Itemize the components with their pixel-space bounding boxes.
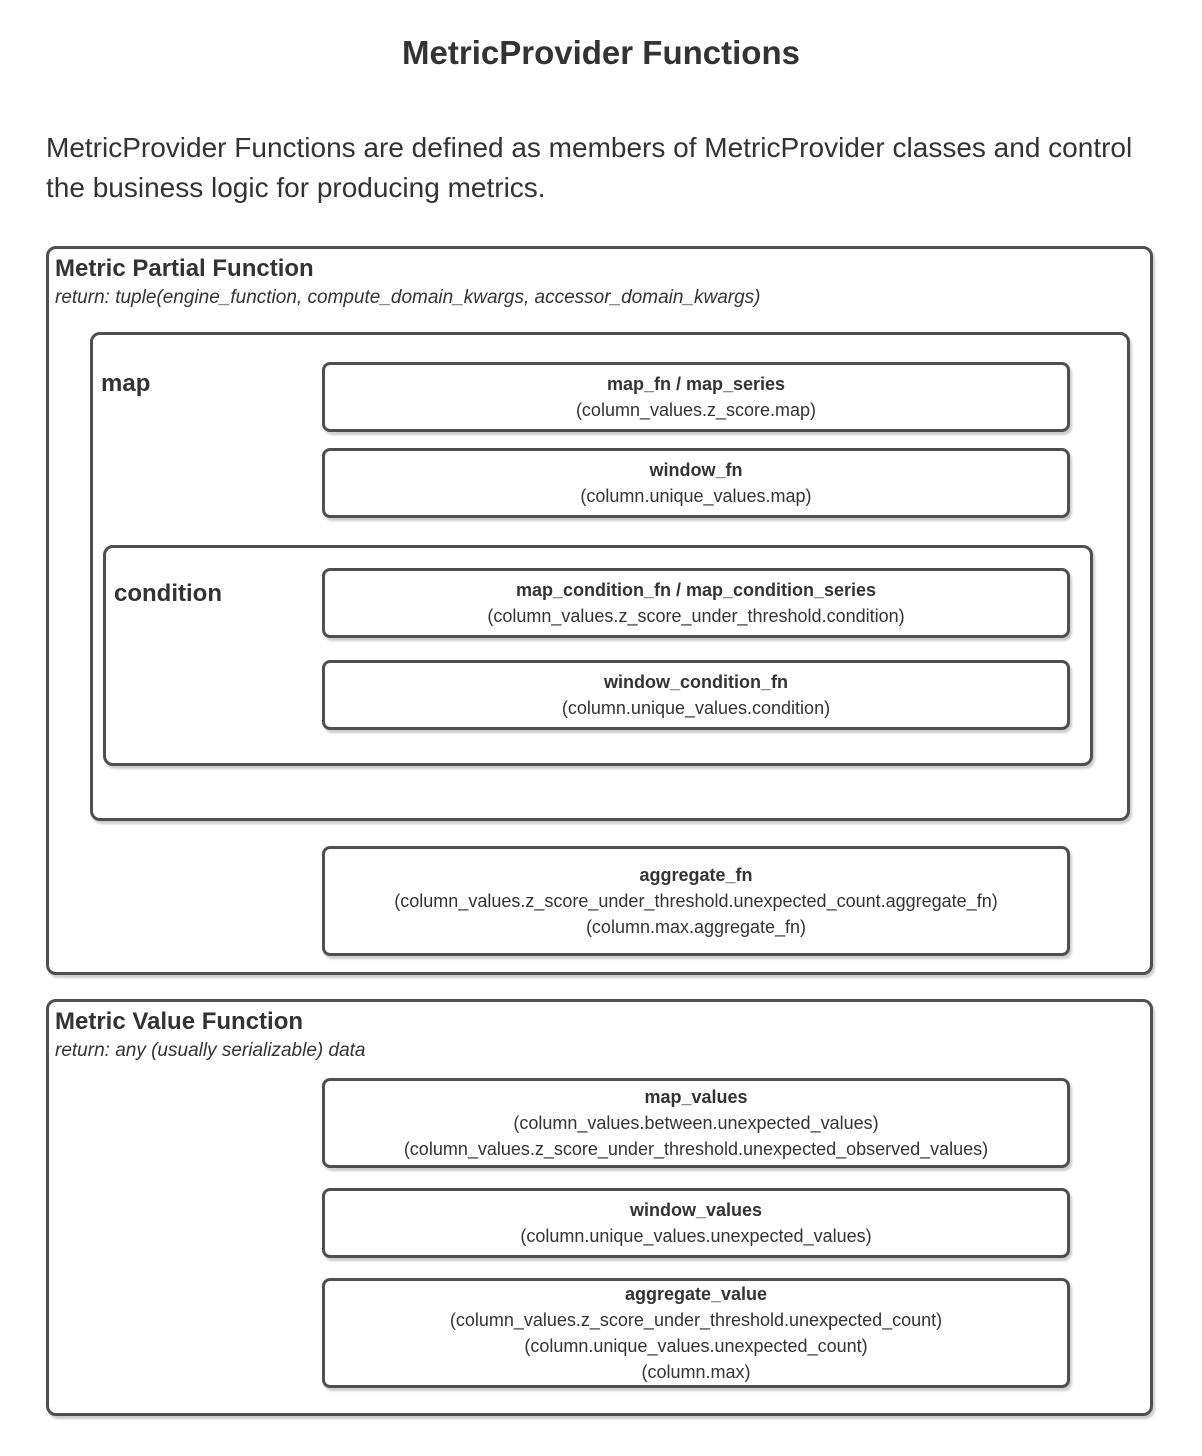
- metric-partial-function-section: Metric Partial Function return: tuple(en…: [46, 246, 1153, 975]
- function-name: window_condition_fn: [604, 672, 788, 692]
- value-boxes-column: map_values (column_values.between.unexpe…: [322, 1078, 1150, 1388]
- section-title: Metric Partial Function: [55, 255, 314, 282]
- function-box-map-condition-fn: map_condition_fn / map_condition_series …: [322, 568, 1070, 638]
- function-example: (column_values.z_score_under_threshold.u…: [394, 891, 998, 911]
- map-row: map map_fn / map_series (column_values.z…: [93, 362, 1127, 518]
- function-box-aggregate-fn: aggregate_fn (column_values.z_score_unde…: [322, 846, 1070, 956]
- function-name: map_condition_fn / map_condition_series: [515, 580, 877, 600]
- function-example: (column_values.z_score_under_threshold.u…: [403, 1139, 989, 1159]
- function-name: aggregate_fn: [639, 865, 753, 885]
- function-name: aggregate_value: [624, 1284, 768, 1304]
- function-box-window-values: window_values (column.unique_values.unex…: [322, 1188, 1070, 1258]
- function-box-aggregate-value: aggregate_value (column_values.z_score_u…: [322, 1278, 1070, 1388]
- function-example: (column_values.between.unexpected_values…: [513, 1113, 879, 1133]
- aggregate-row: aggregate_fn (column_values.z_score_unde…: [322, 846, 1150, 956]
- function-example: (column.max.aggregate_fn): [585, 917, 807, 937]
- function-example: (column.unique_values.unexpected_count): [524, 1336, 868, 1356]
- condition-group: condition map_condition_fn / map_conditi…: [103, 545, 1093, 766]
- function-box-window-condition-fn: window_condition_fn (column.unique_value…: [322, 660, 1070, 730]
- function-example: (column_values.z_score.map): [575, 400, 817, 420]
- page-title: MetricProvider Functions: [402, 34, 800, 71]
- function-box-map-fn: map_fn / map_series (column_values.z_sco…: [322, 362, 1070, 432]
- function-example: (column.unique_values.map): [580, 486, 812, 506]
- function-example: (column_values.z_score_under_threshold.u…: [449, 1310, 943, 1330]
- function-example: (column.max): [641, 1362, 751, 1382]
- condition-label: condition: [114, 580, 222, 607]
- function-example: (column_values.z_score_under_threshold.c…: [487, 606, 905, 626]
- section-return-note: return: any (usually serializable) data: [55, 1040, 366, 1061]
- function-example: (column.unique_values.unexpected_values): [520, 1226, 872, 1246]
- function-example: (column.unique_values.condition): [561, 698, 831, 718]
- function-name: map_fn / map_series: [606, 374, 786, 394]
- section-return-note: return: tuple(engine_function, compute_d…: [55, 287, 761, 308]
- intro-text: MetricProvider Functions are defined as …: [46, 132, 1133, 203]
- function-name: window_fn: [649, 460, 743, 480]
- map-label: map: [101, 370, 151, 397]
- map-condition-group: map map_fn / map_series (column_values.z…: [90, 332, 1130, 821]
- map-boxes-column: map_fn / map_series (column_values.z_sco…: [322, 362, 1070, 518]
- function-name: window_values: [629, 1200, 763, 1220]
- condition-boxes-column: map_condition_fn / map_condition_series …: [322, 568, 1070, 730]
- function-box-window-fn: window_fn (column.unique_values.map): [322, 448, 1070, 518]
- section-title: Metric Value Function: [55, 1008, 304, 1035]
- function-box-map-values: map_values (column_values.between.unexpe…: [322, 1078, 1070, 1168]
- metric-value-function-section: Metric Value Function return: any (usual…: [46, 999, 1153, 1416]
- function-name: map_values: [644, 1087, 748, 1107]
